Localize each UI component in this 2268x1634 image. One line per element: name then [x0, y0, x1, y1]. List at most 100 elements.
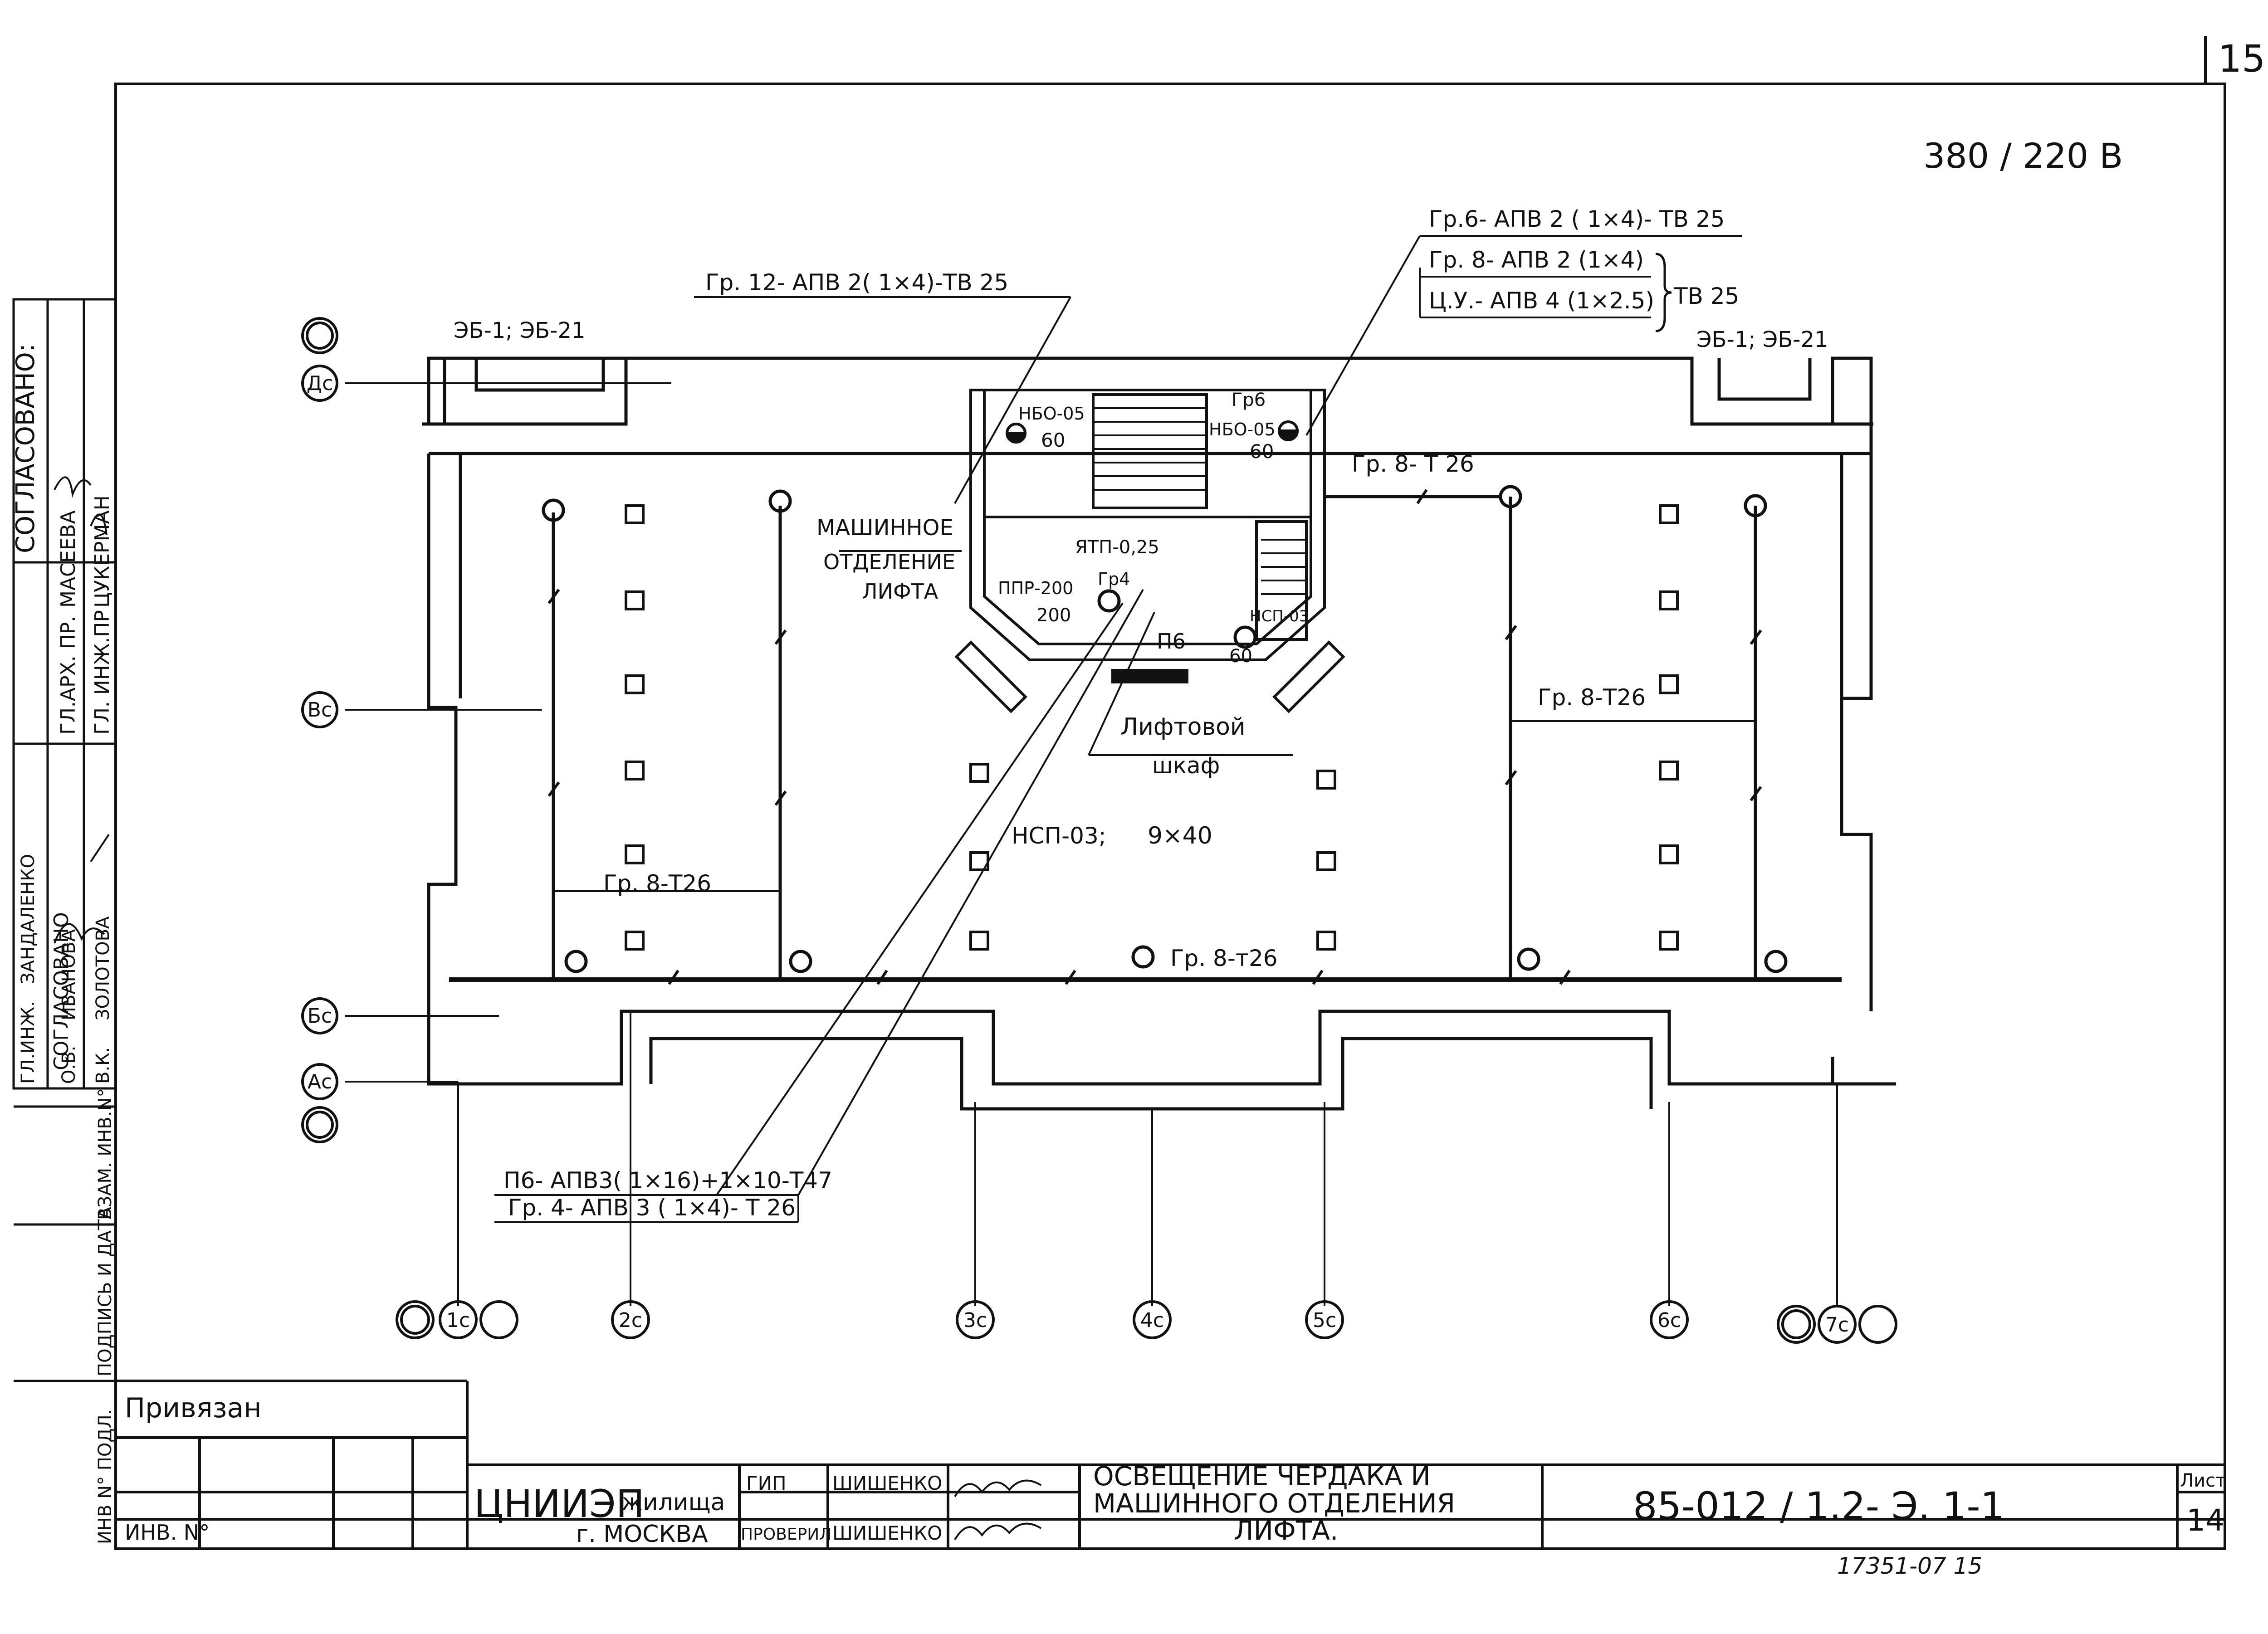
stamp-row2-role: ГЛ. ИНЖ.ПР — [91, 610, 114, 735]
label-ppr: ППР-200 — [998, 578, 1073, 598]
axis-row-label: Бс — [308, 1005, 332, 1028]
sealed-lamps — [1005, 420, 1299, 444]
stamp-inv-original: ИНВ N° ПОДЛ. — [95, 1409, 116, 1544]
lamp — [564, 950, 588, 973]
tb-title-2: МАШИННОГО ОТДЕЛЕНИЯ — [1093, 1488, 1455, 1519]
round-lamps — [542, 485, 1788, 973]
tb-name1: ШИШЕНКО — [832, 1472, 942, 1494]
tb-name2: ШИШЕНКО — [832, 1522, 942, 1544]
label-gr4-small: Гр4 — [1098, 569, 1130, 589]
axis-bubbles — [301, 317, 1897, 1344]
axis-bubble-row — [301, 691, 338, 728]
label-p6-small: П6 — [1157, 629, 1186, 654]
axis-col-label: 1с — [446, 1309, 470, 1332]
label-nsp-main-count: 9×40 — [1148, 822, 1212, 849]
lamp — [1131, 945, 1155, 969]
axis-col-label: 2с — [619, 1309, 642, 1332]
lamp — [1233, 625, 1257, 649]
sheet-number: 15 — [2218, 38, 2265, 81]
label-nsp-small-power: 60 — [1229, 646, 1252, 667]
label-nb-right-group: Гр6 — [1232, 390, 1266, 410]
label-room-2: ОТДЕЛЕНИЕ — [823, 550, 955, 574]
label-gr12: Гр. 12- АПВ 2( 1×4)-ТВ 25 — [705, 269, 1008, 296]
stamp-vk-name: ЗОЛОТОВА — [93, 916, 113, 1020]
axis-row-label: Дс — [307, 372, 333, 395]
building-walls — [422, 356, 1896, 1111]
stamp-chief-engineer: ГЛ.ИНЖ. — [18, 1001, 39, 1084]
label-gr8-t26-b: Гр. 8-Т26 — [1538, 684, 1646, 711]
label-ytp: ЯТП-0,25 — [1075, 537, 1159, 558]
label-nsp-small: НСП-03 — [1250, 607, 1309, 625]
tb-signature — [954, 1479, 1042, 1541]
stamp-row2-name: ЦУКЕРМАН — [91, 495, 114, 608]
wire-count-marks — [547, 489, 1762, 985]
axis-col-label: 5с — [1313, 1309, 1336, 1332]
stamp-vk: В.К. — [93, 1047, 113, 1084]
label-p6: П6- АПВ3( 1×16)+1×10-Т47 — [503, 1167, 832, 1194]
label-nsp-main: НСП-03; — [1012, 823, 1106, 849]
tb-inv: ИНВ. N° — [125, 1520, 210, 1545]
tb-privyazan: Привязан — [125, 1392, 262, 1424]
label-nb-right-type: НБО-05 — [1209, 419, 1276, 439]
vent-right — [1272, 640, 1345, 713]
footer-note: 17351-07 15 — [1837, 1553, 1982, 1579]
label-cabinet-2: шкаф — [1152, 752, 1220, 779]
stamp-signature-date: ПОДПИСЬ И ДАТА — [95, 1206, 116, 1376]
label-tb25: ТВ 25 — [1673, 283, 1739, 309]
stamp-chief-engineer-name: ЗАНДАЛЕНКО — [18, 854, 39, 984]
tb-sheet-label: Лист — [2180, 1470, 2226, 1491]
tb-org-suffix: жилища — [621, 1489, 725, 1516]
label-nb-right-power: 60 — [1250, 440, 1274, 463]
tb-code: 85-012 / 1.2- Э. 1-1 — [1633, 1484, 2004, 1528]
axis-col-label: 6с — [1657, 1309, 1681, 1332]
voltage-label: 380 / 220 В — [1923, 136, 2123, 176]
axis-row-label: Вс — [308, 698, 332, 722]
stair-steps — [1093, 407, 1306, 595]
stamp-row1-name: МАСЕЕВА — [57, 510, 80, 608]
brace — [1655, 253, 1672, 332]
axis-col-label: 3с — [963, 1309, 987, 1332]
stamp-replace-inv: ВЗАМ. ИНВ.N° — [95, 1088, 116, 1220]
lamp — [1764, 950, 1788, 973]
axis-bubble-col — [1305, 1300, 1344, 1339]
square-lamps — [625, 504, 1679, 951]
lamp — [542, 498, 565, 522]
axis-bubble-col — [1650, 1300, 1689, 1339]
axis-bubble-col — [956, 1300, 995, 1339]
tb-org: ЦНИИЭП — [474, 1482, 645, 1526]
title-block-lines — [116, 1380, 2225, 1549]
axis-col-label: 7с — [1825, 1313, 1849, 1336]
tb-city: г. МОСКВА — [576, 1521, 708, 1548]
label-gr8: Гр. 8- АПВ 2 (1×4) — [1429, 247, 1644, 273]
lamp — [768, 489, 792, 513]
label-ppr-value: 200 — [1036, 605, 1071, 626]
axis-bubble-col — [439, 1300, 478, 1339]
tb-sheet-no: 14 — [2186, 1503, 2224, 1538]
stamp-ov-name: ИВАНОВА — [59, 929, 79, 1020]
stamp-signature — [54, 476, 110, 944]
axis-row-label: Ас — [308, 1070, 332, 1093]
vent-left — [954, 640, 1027, 713]
axis-col-label: 4с — [1140, 1309, 1164, 1332]
axis-bubble-col — [611, 1300, 650, 1339]
tb-title-3: ЛИФТА. — [1234, 1515, 1338, 1546]
label-room-3: ЛИФТА — [862, 579, 938, 604]
label-nb-left-type: НБО-05 — [1018, 404, 1085, 424]
axis-labels: Дс Вс Бс Ас 1с 2с 3с 4с 5с 6с 7с — [307, 372, 1849, 1336]
label-gr8-t26-a: Гр. 8- Т 26 — [1352, 451, 1474, 477]
tb-role2: ПРОВЕРИЛ — [741, 1525, 831, 1544]
cable-routes — [552, 495, 1757, 980]
stamp-agreed: СОГЛАСОВАНО — [50, 912, 73, 1070]
label-room-1: МАШИННОЕ — [816, 515, 953, 541]
leader-lines — [345, 235, 1838, 1306]
stamp-ov: О.В. — [59, 1046, 79, 1084]
label-nb-left-power: 60 — [1041, 429, 1065, 451]
label-eb-left: ЭБ-1; ЭБ-21 — [454, 318, 586, 343]
label-gr8-t26-d: Гр. 8-т26 — [1170, 945, 1278, 971]
lamp — [789, 950, 812, 973]
lamp — [1744, 494, 1767, 517]
label-gr8-t26-c: Гр. 8-Т26 — [603, 870, 711, 897]
label-cabinet-1: Лифтовой — [1120, 713, 1246, 741]
label-eb-right: ЭБ-1; ЭБ-21 — [1696, 327, 1828, 352]
